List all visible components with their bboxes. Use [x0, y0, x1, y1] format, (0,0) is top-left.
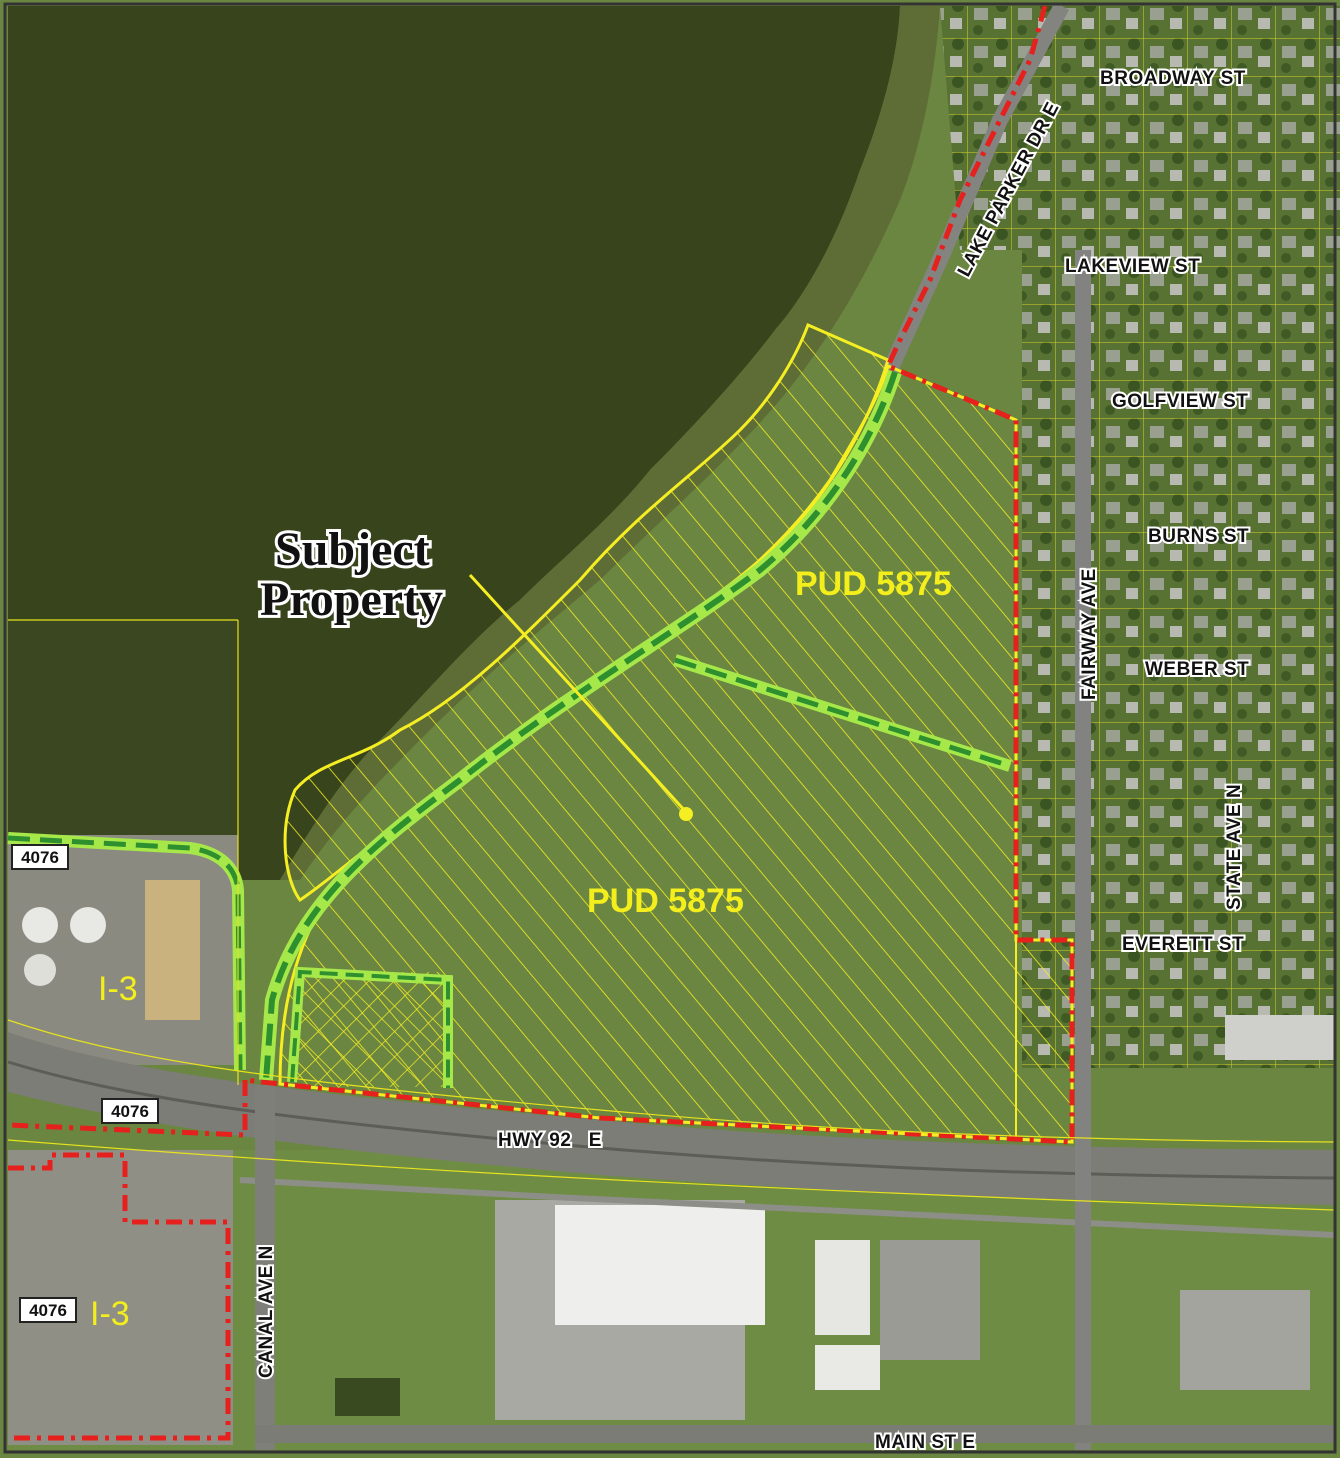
building: [815, 1345, 880, 1390]
street-label-fairway-ave: FAIRWAY AVE: [1079, 568, 1100, 700]
street-label-weber-st: WEBER ST: [1145, 659, 1249, 680]
lake-parker: [8, 6, 900, 880]
street-label-golfview-st: GOLFVIEW ST: [1112, 391, 1248, 412]
street-label-hwy-92-e: HWY 92 E: [498, 1130, 602, 1151]
zoning-label-pud-upper: PUD 5875: [795, 565, 952, 603]
tank: [22, 907, 58, 943]
tank: [24, 954, 56, 986]
route-shield: 4076: [19, 1297, 77, 1323]
street-label-canal-ave-n: CANAL AVE N: [256, 1245, 277, 1378]
route-shield-label: 4076: [111, 1102, 149, 1121]
map-frame: [3, 2, 1337, 1454]
street-label-broadway-st: BROADWAY ST: [1100, 68, 1246, 89]
street-label-everett-st: EVERETT ST: [1122, 934, 1244, 955]
trail-branch-dashed: [674, 657, 1011, 769]
parking-lot-east: [880, 1240, 980, 1360]
pond: [335, 1378, 400, 1416]
residential-north: [940, 6, 1340, 250]
warehouse-building: [555, 1205, 765, 1325]
parking-lot-far-east: [1180, 1290, 1310, 1390]
commercial-building: [1225, 1015, 1335, 1060]
industrial-building: [145, 880, 200, 1020]
street-label-lakeview-st: LAKEVIEW ST: [1065, 256, 1200, 277]
city-limit-red-west: [7, 1080, 248, 1138]
route-shield-label: 4076: [21, 848, 59, 867]
route-shield: 4076: [101, 1098, 159, 1124]
trail-parcel-dashed: [290, 969, 450, 1088]
tank: [70, 907, 106, 943]
street-label-state-ave-n: STATE AVE N: [1224, 784, 1245, 910]
trail-dashed: [263, 371, 898, 1081]
railroad: [239, 1177, 1335, 1238]
parcel-line: [7, 1019, 1335, 1143]
city-limit-red-south: [8, 1152, 231, 1441]
zoning-label-pud-lower: PUD 5875: [587, 882, 744, 920]
route-shield: 4076: [11, 844, 69, 870]
highway-92-median: [7, 1060, 1335, 1180]
callout-point: [679, 807, 693, 821]
crosshatch-parcel: [297, 972, 449, 1087]
canal-ave-road: [255, 1085, 275, 1450]
parcel-line: [7, 1139, 1335, 1211]
zoning-label-i3-south: I-3: [90, 1295, 130, 1333]
callout-leader-line: [468, 573, 688, 814]
callout-subject: Subject: [275, 523, 430, 576]
highway-92: [8, 1032, 1334, 1205]
fairway-ave-road: [1075, 250, 1091, 1450]
callout-property: Property: [260, 573, 443, 626]
parcel-line: [8, 619, 239, 1085]
building: [815, 1240, 870, 1335]
main-st-road: [255, 1425, 1334, 1443]
route-shield-label: 4076: [29, 1301, 67, 1320]
city-limit-red: [244, 5, 1075, 1145]
street-label-main-st-e: MAIN ST E: [875, 1432, 976, 1453]
zoning-label-i3-north: I-3: [98, 970, 138, 1008]
street-label-burns-st: BURNS ST: [1148, 526, 1249, 547]
lake-west-area: [8, 620, 238, 835]
